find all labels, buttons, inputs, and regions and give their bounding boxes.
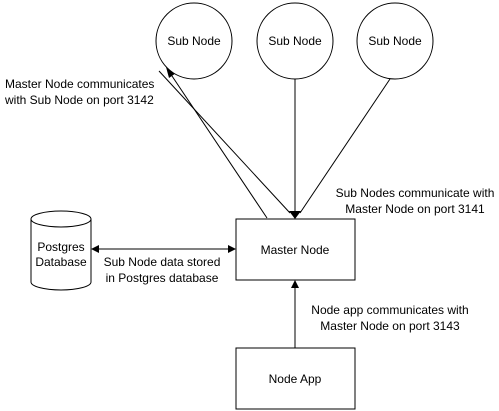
node-app: Node App <box>235 347 356 410</box>
sub-node-2-circle <box>256 2 334 80</box>
edge-labels: Master Node communicates with Sub Node o… <box>4 77 494 333</box>
edges <box>91 67 395 348</box>
label-master-to-sub-line-1: Master Node communicates <box>5 77 154 91</box>
sub-node-3-label: Sub Node <box>368 34 422 48</box>
arrowhead-master-bottom <box>291 280 299 288</box>
database-label-line-1: Postgres <box>37 240 84 254</box>
edge-master-to-subnode-1 <box>169 72 268 219</box>
label-app-to-master-line-1: Node app communicates with <box>311 303 468 317</box>
master-node-box <box>235 218 356 281</box>
label-subs-to-master-line-1: Sub Nodes communicate with <box>336 186 495 200</box>
arrowhead-master-top <box>289 211 301 219</box>
label-db-link-line-1: Sub Node data stored <box>104 255 221 269</box>
sub-node-1-label: Sub Node <box>167 34 221 48</box>
node-app-box <box>235 347 356 410</box>
sub-node-3-circle <box>356 2 434 80</box>
sub-node-1-circle <box>155 2 233 80</box>
edge-subnode-1-to-master <box>158 70 291 214</box>
master-node: Master Node <box>235 218 356 281</box>
sub-node-3: Sub Node <box>356 2 434 80</box>
node-app-label: Node App <box>269 372 322 386</box>
arrowhead-master-left <box>228 245 236 253</box>
sub-node-2-label: Sub Node <box>268 34 322 48</box>
edge-subnode-3-to-master <box>299 72 395 214</box>
db-link-label-background <box>100 255 224 287</box>
master-node-label: Master Node <box>261 243 330 257</box>
label-app-to-master-line-2: Master Node on port 3143 <box>320 319 460 333</box>
sub-node-1: Sub Node <box>155 2 233 80</box>
label-subs-to-master-line-2: Master Node on port 3141 <box>345 202 485 216</box>
postgres-database: Postgres Database <box>30 210 92 291</box>
database-cylinder-top <box>30 210 92 228</box>
sub-node-2: Sub Node <box>256 2 334 80</box>
arrowhead-db <box>91 245 99 253</box>
database-label-line-2: Database <box>35 255 87 269</box>
label-master-to-sub-line-2: with Sub Node on port 3142 <box>4 93 154 107</box>
label-db-link-line-2: in Postgres database <box>106 271 219 285</box>
database-cylinder-body <box>30 219 92 291</box>
